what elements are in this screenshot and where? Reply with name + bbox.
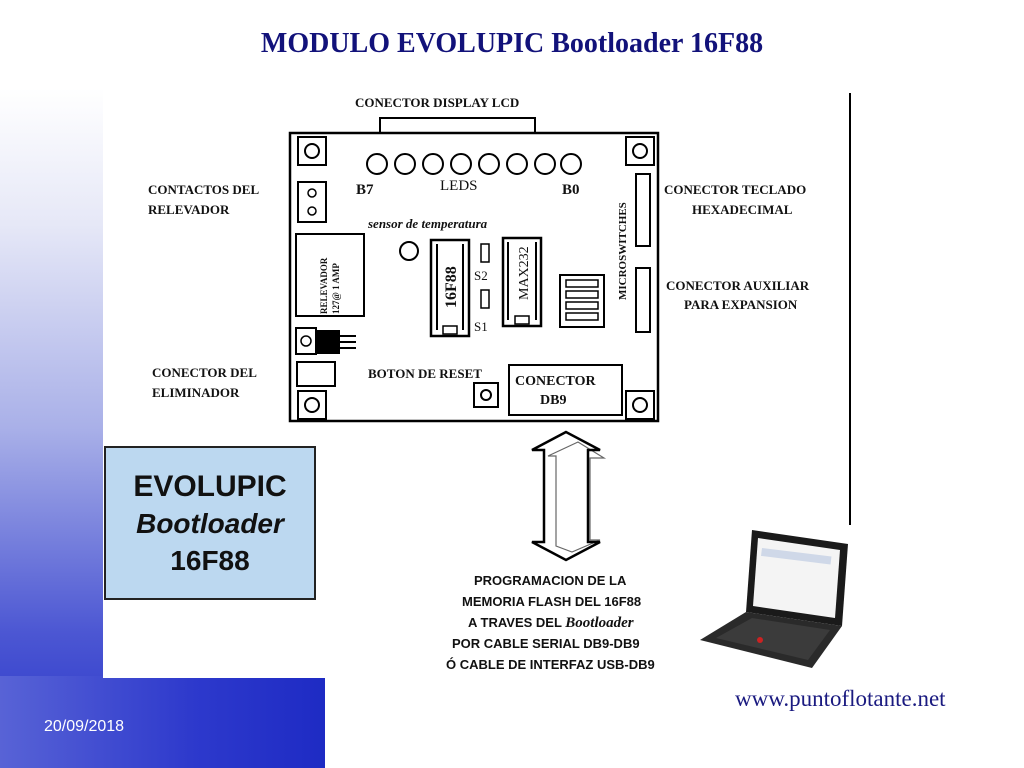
programming-note-line: POR CABLE SERIAL DB9-DB9: [452, 636, 640, 651]
db9-connector-label-2: DB9: [540, 393, 566, 408]
keypad-connector-label-1: CONECTOR TECLADO: [664, 182, 806, 197]
slide-title: MODULO EVOLUPIC Bootloader 16F88: [260, 28, 764, 59]
keypad-connector-label-2: HEXADECIMAL: [692, 202, 793, 217]
led-b7-label: B7: [356, 182, 374, 198]
lcd-connector-label: CONECTOR DISPLAY LCD: [355, 95, 519, 110]
led-icon: [366, 153, 388, 175]
laptop-icon: [700, 530, 848, 668]
led-row: [366, 153, 582, 175]
switch-s2-label: S2: [474, 268, 488, 283]
relay-label: RELEVADOR: [319, 257, 329, 314]
reset-button-icon: [480, 389, 492, 401]
chip-max232-label: MAX232: [517, 246, 532, 300]
logo-subtitle: Bootloader: [136, 508, 286, 539]
aux-connector-label-1: CONECTOR AUXILIAR: [666, 278, 810, 293]
bottom-gradient-bar: [0, 676, 325, 768]
switch-s1: [480, 289, 490, 309]
side-gradient-strip: [0, 88, 103, 768]
switch-s1-label: S1: [474, 319, 488, 334]
programming-note-line: MEMORIA FLASH DEL 16F88: [462, 594, 641, 609]
relay-rating-label: 127@ 1 AMP: [331, 263, 341, 314]
led-icon: [450, 153, 472, 175]
reset-button-label: BOTON DE RESET: [368, 366, 482, 381]
keypad-connector: [635, 173, 651, 247]
programming-note: PROGRAMACION DE LA MEMORIA FLASH DEL 16F…: [446, 573, 655, 672]
aux-connector: [635, 267, 651, 333]
led-icon: [560, 153, 582, 175]
chip-max232: [501, 236, 543, 328]
logo-chip: 16F88: [170, 545, 249, 576]
regulator-body: [316, 330, 340, 354]
logo-title: EVOLUPIC: [133, 470, 286, 503]
relay-contacts-label-1: CONTACTOS DEL: [148, 182, 259, 197]
relay-contacts-terminal: [297, 181, 327, 223]
mounting-hole-icon: [297, 136, 327, 166]
aux-connector-label-2: PARA EXPANSION: [684, 297, 798, 312]
programming-note-line: Ó CABLE DE INTERFAZ USB-DB9: [446, 657, 655, 672]
led-icon: [422, 153, 444, 175]
mounting-hole-icon: [625, 136, 655, 166]
led-icon: [478, 153, 500, 175]
mounting-hole-icon: [297, 390, 327, 420]
db9-connector: [508, 364, 623, 416]
led-icon: [506, 153, 528, 175]
led-icon: [394, 153, 416, 175]
mounting-hole-icon: [625, 390, 655, 420]
bidirectional-arrow-icon: [531, 430, 607, 562]
relay-contacts-label-2: RELEVADOR: [148, 202, 230, 217]
power-connector-label-1: CONECTOR DEL: [152, 365, 257, 380]
logo-box: EVOLUPIC Bootloader 16F88: [104, 446, 316, 600]
microswitches-label: MICROSWITCHES: [617, 202, 629, 300]
programming-note-line: PROGRAMACION DE LA: [474, 573, 627, 588]
terminal-screw-icon: [307, 206, 317, 216]
temp-sensor-label: sensor de temperatura: [367, 216, 488, 231]
leds-label: LEDS: [440, 178, 478, 194]
db9-connector-label-1: CONECTOR: [515, 374, 597, 389]
temp-sensor-icon: [399, 241, 419, 261]
website-link[interactable]: www.puntoflotante.net: [735, 686, 946, 711]
led-icon: [534, 153, 556, 175]
relay-component: [295, 233, 365, 317]
terminal-screw-icon: [307, 188, 317, 198]
switch-s2: [480, 243, 490, 263]
power-connector: [296, 361, 336, 387]
led-b0-label: B0: [562, 182, 580, 198]
power-connector-label-2: ELIMINADOR: [152, 385, 240, 400]
slide-date: 20/09/2018: [44, 718, 125, 735]
programming-note-line: A TRAVES DEL Bootloader: [468, 615, 634, 631]
chip-16f88-label: 16F88: [443, 266, 460, 308]
